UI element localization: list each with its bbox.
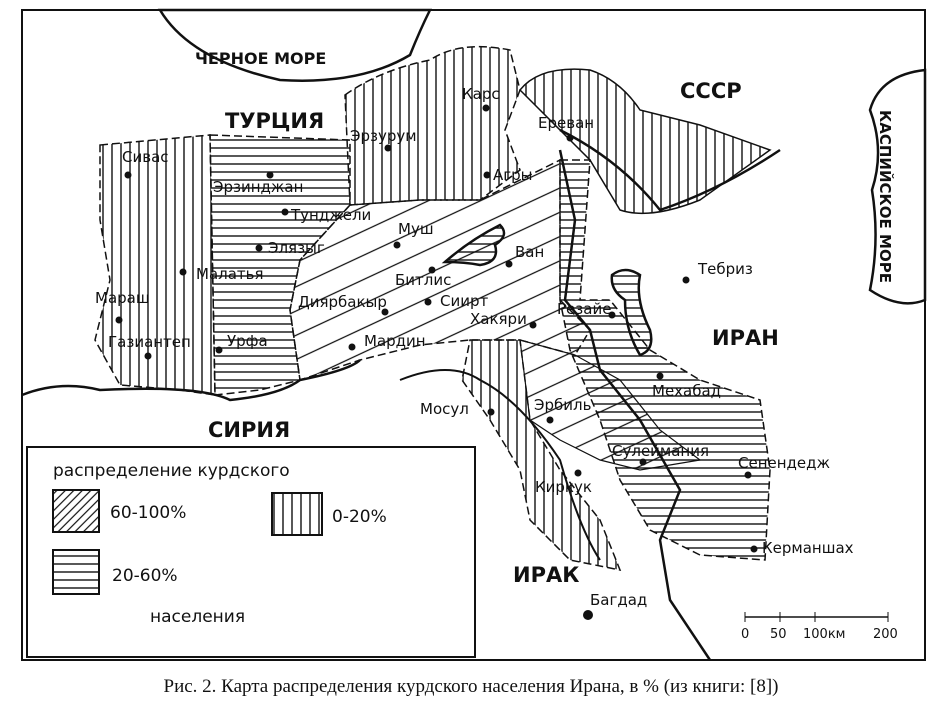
iran-iraq-border <box>558 149 712 661</box>
city-urfa: Урфа <box>227 332 268 350</box>
legend: распределение курдского 60-100% 0-20% 20… <box>26 446 476 658</box>
iraq-label: ИРАК <box>513 563 579 587</box>
city-tunceli: Тунджели <box>290 206 371 224</box>
city-sivas: Сивас <box>122 148 169 166</box>
legend-label-0-20: 0-20% <box>332 507 387 527</box>
city-mosul: Мосул <box>420 400 469 418</box>
caspian-sea <box>868 68 927 305</box>
ussr-label: СССР <box>680 79 742 103</box>
city-maras: Мараш <box>95 289 150 307</box>
lake-urmia <box>610 268 653 357</box>
city-kars: Карс <box>462 85 500 103</box>
region-0-20-iraq <box>461 339 622 572</box>
legend-swatch-vertical <box>271 492 323 536</box>
city-markers <box>115 104 758 620</box>
region-60-100-center <box>289 158 591 381</box>
syria-turkey-border <box>21 359 361 402</box>
scale-bar: 0 50 100км 200 <box>741 612 898 642</box>
city-gaziantep: Газиантеп <box>108 333 191 351</box>
ussr-iran-border <box>559 128 781 212</box>
region-0-20-north <box>344 45 521 206</box>
caspian-sea-label: КАСПИЙСКОЕ МОРЕ <box>876 110 895 283</box>
scale-tick-100: 100км <box>803 627 845 642</box>
region-60-100-iraq <box>519 339 702 471</box>
city-mardin: Мардин <box>364 332 426 350</box>
scale-tick-50: 50 <box>770 627 787 642</box>
iran-label: ИРАН <box>712 326 779 350</box>
black-sea-label: ЧЕРНОЕ МОРЕ <box>195 49 326 68</box>
turkey-label: ТУРЦИЯ <box>225 109 324 133</box>
scale-tick-0: 0 <box>741 627 749 642</box>
city-yerevan: Ереван <box>538 114 594 132</box>
scale-tick-200: 200 <box>873 627 898 642</box>
legend-swatch-horizontal <box>52 549 100 595</box>
city-van: Ван <box>515 243 544 261</box>
legend-label-20-60: 20-60% <box>112 566 178 586</box>
lake-van <box>441 223 506 267</box>
city-mus: Муш <box>398 220 434 238</box>
city-tabriz: Тебриз <box>697 260 753 278</box>
city-kirkuk: Киркук <box>535 478 592 496</box>
region-0-20-ussr <box>518 68 772 215</box>
syria-label: СИРИЯ <box>208 418 290 442</box>
city-erbil: Эрбиль <box>534 396 591 414</box>
city-malatya: Малатья <box>196 265 264 283</box>
city-sulaymaniyah: Сулеймания <box>612 442 709 460</box>
city-bitlis: Битлис <box>395 271 451 289</box>
city-mahabad: Мехабад <box>652 382 721 400</box>
city-siirt: Сиирт <box>440 292 488 310</box>
city-kermanshah: Керманшах <box>762 539 854 557</box>
black-sea <box>157 8 433 82</box>
tigris-river <box>399 369 601 561</box>
city-sanandaj: Сенендедж <box>738 454 830 472</box>
city-rezaye: Резайе <box>557 300 611 318</box>
city-elazig: Элязыг <box>268 239 325 257</box>
figure-caption: Рис. 2. Карта распределения курдского на… <box>163 676 779 697</box>
city-erzurum: Эрзурум <box>350 127 417 145</box>
city-agri: Агры <box>493 166 533 184</box>
legend-swatch-diagonal <box>52 489 100 533</box>
city-baghdad: Багдад <box>590 591 647 609</box>
legend-footer: населения <box>150 607 245 627</box>
city-erzincan: Эрзинджан <box>213 178 303 196</box>
legend-title: распределение курдского <box>53 461 290 481</box>
legend-label-60-100: 60-100% <box>110 503 186 523</box>
region-20-60-iran <box>559 159 771 561</box>
city-hakkari: Хакяри <box>470 310 527 328</box>
map-frame <box>21 9 926 661</box>
city-diyarbakir: Диярбакыр <box>298 293 387 311</box>
